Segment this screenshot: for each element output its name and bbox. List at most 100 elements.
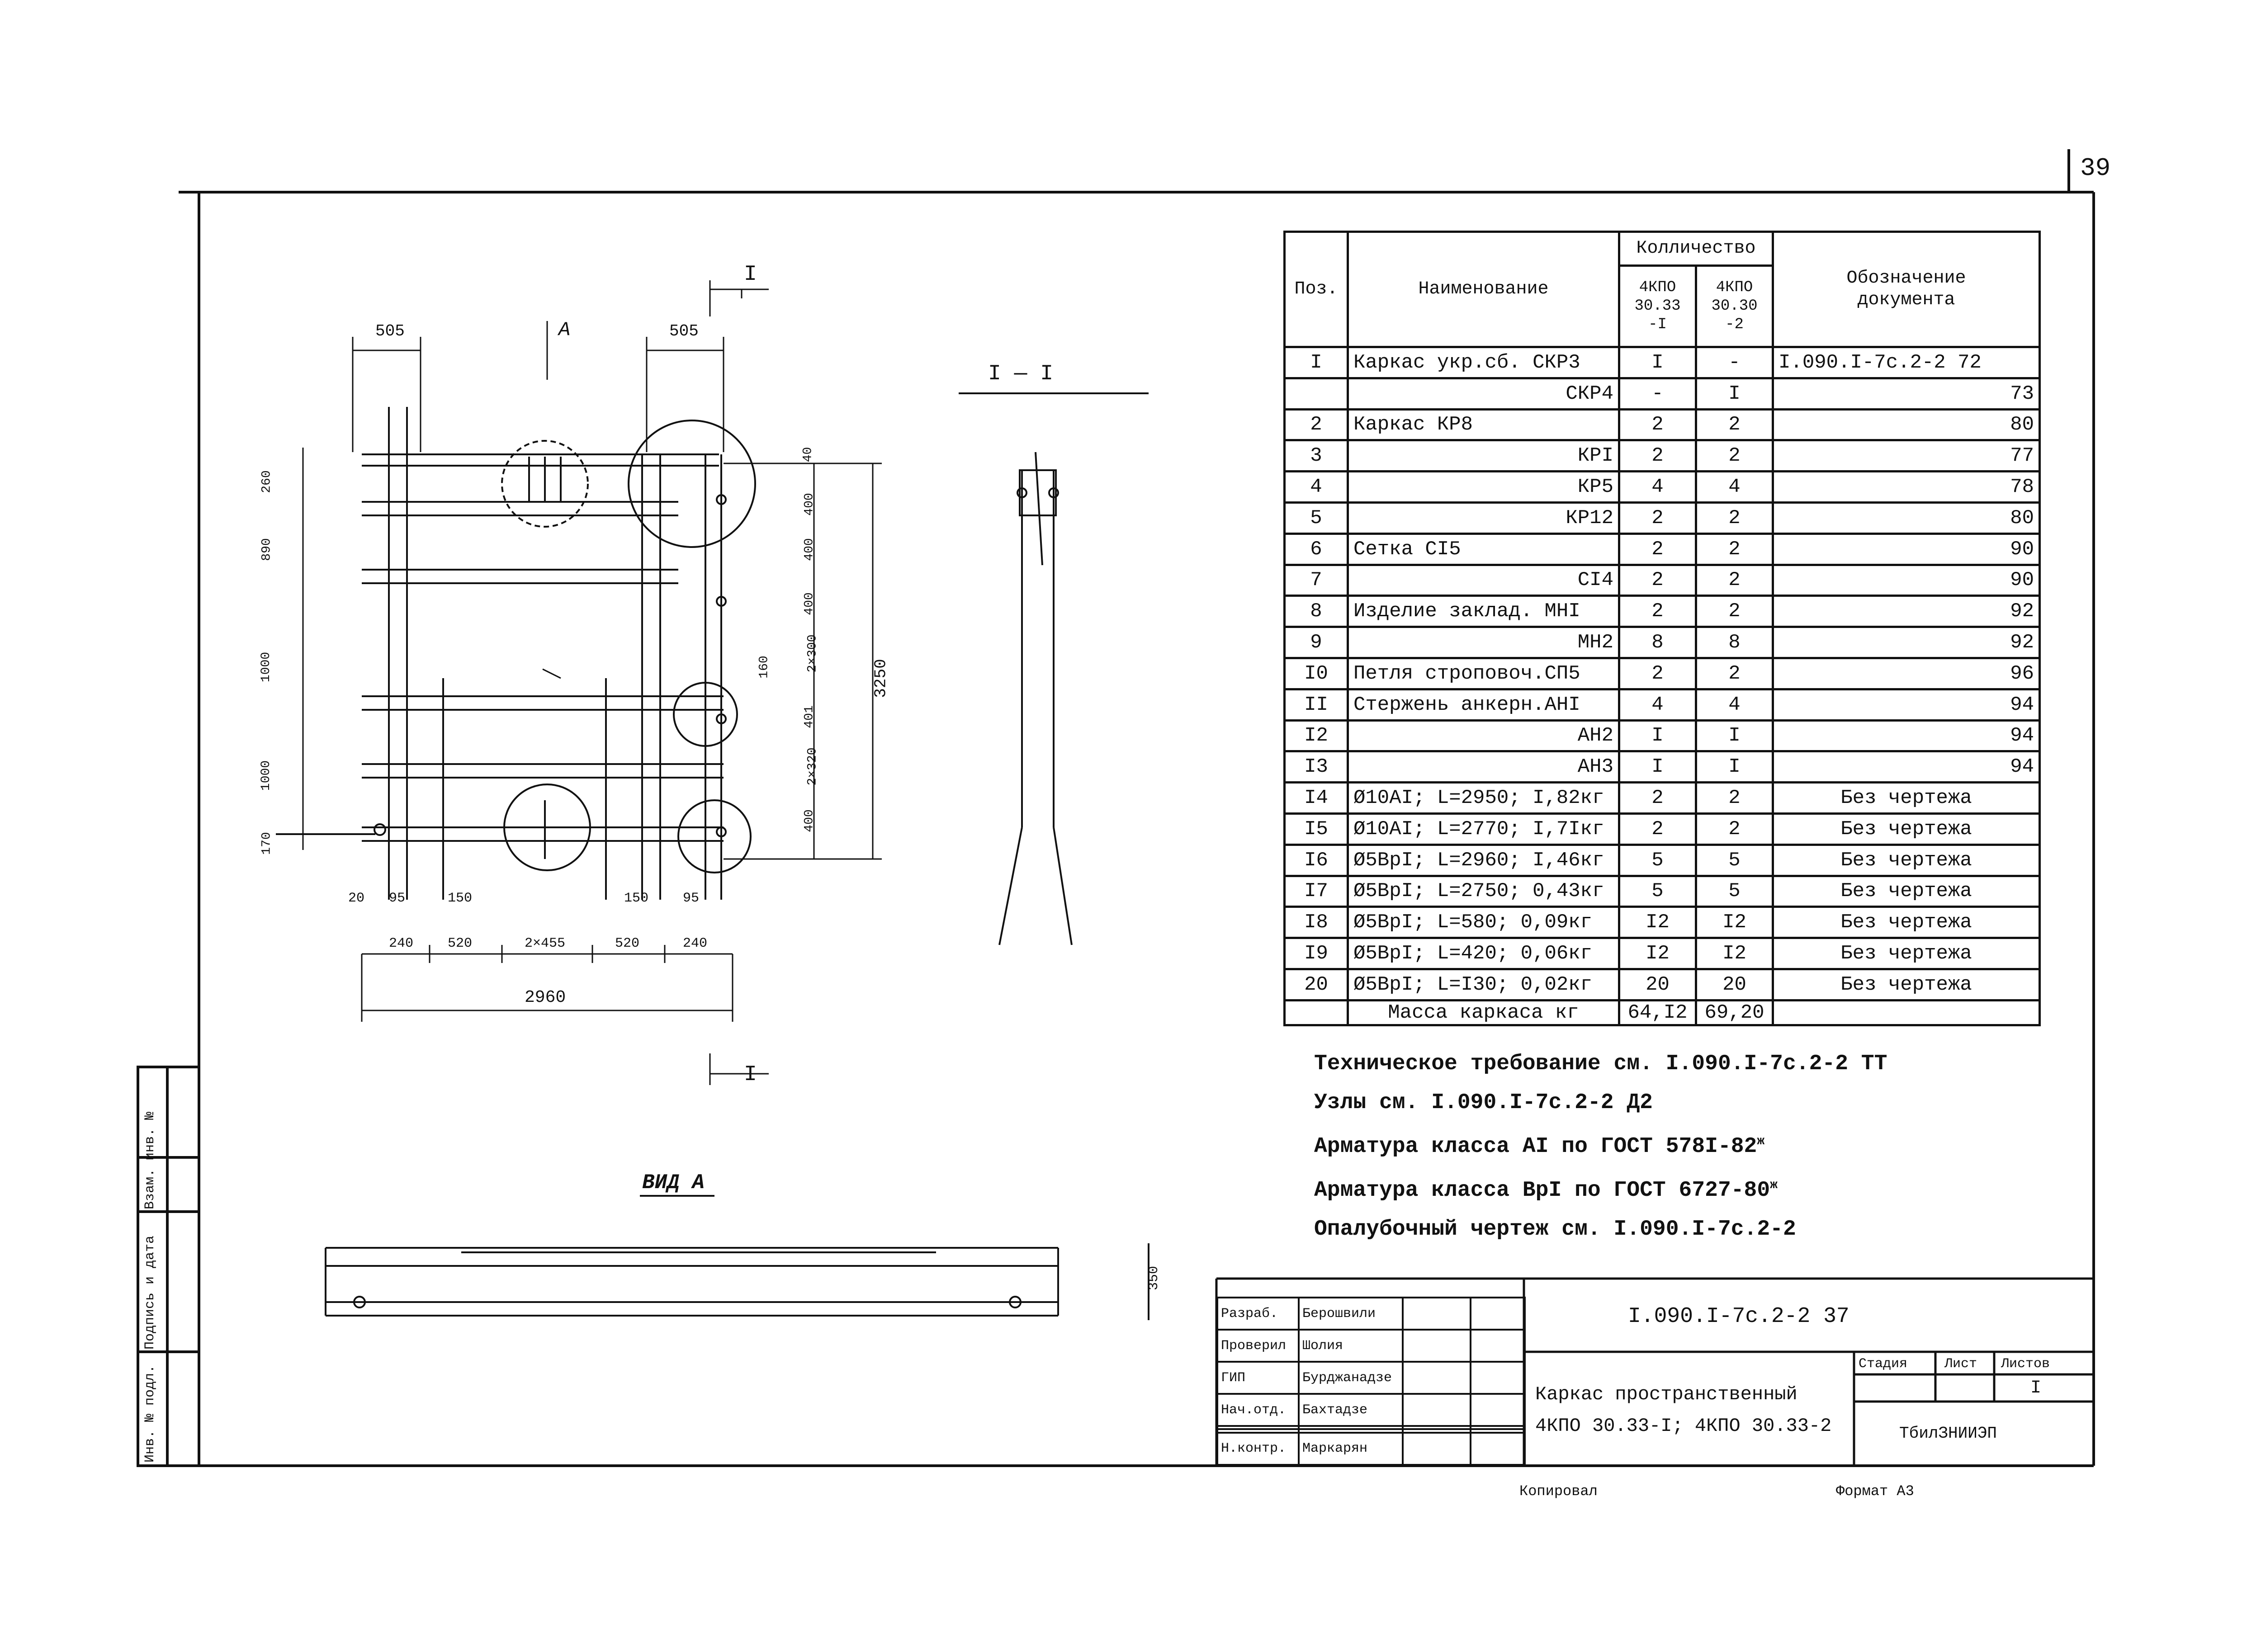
stage-label: Стадия (1859, 1356, 1908, 1372)
spec-cell-q1: 2 (1618, 532, 1697, 566)
spec-cell-name: Изделие заклад. МНI (1347, 595, 1620, 628)
date-cell (1470, 1361, 1526, 1395)
signature-cell (1402, 1297, 1471, 1331)
spec-cell-q2: - (1694, 346, 1774, 379)
dim-r400c: 400 (802, 592, 817, 615)
dim-b95b: 95 (683, 891, 700, 906)
role-cell: Разраб. (1216, 1297, 1300, 1331)
dim-b150b: 150 (624, 891, 649, 906)
spec-cell-name: АН2 (1347, 719, 1620, 753)
spec-cell-pos: 7 (1283, 563, 1349, 597)
spec-cell-q1: 2 (1618, 563, 1697, 597)
spec-cell-q2: 2 (1694, 812, 1774, 846)
spec-cell-q2: 2 (1694, 439, 1774, 473)
dim-r2x320: 2×320 (805, 747, 820, 786)
dim-240a: 240 (389, 936, 414, 951)
spec-cell-q1: I2 (1618, 937, 1697, 970)
spec-cell-q1: 2 (1618, 408, 1697, 442)
spec-cell-q2: I2 (1694, 906, 1774, 939)
signature-row (1216, 1425, 1526, 1430)
spec-cell-name: Ø10АI; L=2950; I,82кг (1347, 781, 1620, 815)
spec-cell-pos: I4 (1283, 781, 1349, 815)
footer-format: Формат А3 (1836, 1483, 1914, 1500)
signature-row: Н.контр.Маркарян (1216, 1431, 1526, 1466)
spec-cell-name: Ø10АI; L=2770; I,7Iкг (1347, 812, 1620, 846)
spec-cell-name: Каркас укр.сб. СКР3 (1347, 346, 1620, 379)
view-a-mark: А (558, 319, 571, 341)
spec-cell-pos: I8 (1283, 906, 1349, 939)
spec-cell-q2: 2 (1694, 501, 1774, 535)
dim-v350: 350 (1146, 1265, 1162, 1291)
dim-b20: 20 (348, 891, 365, 906)
total-q2: 69,20 (1694, 999, 1774, 1026)
date-cell (1470, 1393, 1526, 1427)
spec-cell-doc: Без чертежа (1772, 843, 2041, 877)
technical-notes: Техническое требование см. I.090.I-7c.2-… (1314, 1044, 1887, 1249)
section-mark-bottom: I (744, 1062, 757, 1087)
role-cell (1216, 1425, 1300, 1430)
spec-cell-doc: Без чертежа (1772, 812, 2041, 846)
spec-cell-q2: 4 (1694, 688, 1774, 722)
spec-cell-name: Ø5ВрI; L=2750; 0,43кг (1347, 874, 1620, 908)
spec-cell-pos: I9 (1283, 937, 1349, 970)
spec-cell-doc: Без чертежа (1772, 937, 2041, 970)
spec-cell-doc: Без чертежа (1772, 968, 2041, 1002)
spec-cell-pos: I3 (1283, 750, 1349, 784)
spec-cell-doc: 80 (1772, 501, 2041, 535)
spec-cell-name: Сетка СI5 (1347, 532, 1620, 566)
spec-cell-doc: 80 (1772, 408, 2041, 442)
spec-cell-q2: I2 (1694, 937, 1774, 970)
spec-cell-q1: 2 (1618, 812, 1697, 846)
spec-cell-doc: 94 (1772, 750, 2041, 784)
spec-cell-name: СI4 (1347, 563, 1620, 597)
name-cell: Берошвили (1298, 1297, 1404, 1331)
sheet-label: Лист (1944, 1356, 1977, 1372)
dim-l890: 890 (260, 538, 274, 561)
spec-cell-q2: 20 (1694, 968, 1774, 1002)
dim-r40: 40 (801, 447, 815, 463)
spec-cell-doc: 94 (1772, 688, 2041, 722)
spec-cell-doc: 77 (1772, 439, 2041, 473)
spec-cell-q2: 2 (1694, 781, 1774, 815)
spec-cell-pos: I7 (1283, 874, 1349, 908)
name-cell (1298, 1425, 1404, 1430)
view-a-title: ВИД А (642, 1171, 705, 1194)
section-view (959, 392, 1149, 945)
spec-cell-pos: 6 (1283, 532, 1349, 566)
signature-row: Разраб.Берошвили (1216, 1297, 1526, 1331)
section-title: I — I (988, 362, 1054, 386)
spec-cell-name: Ø5ВрI; L=I30; 0,02кг (1347, 968, 1620, 1002)
plan-view (276, 407, 756, 900)
dim-top-left: 505 (375, 322, 405, 340)
spec-cell-doc: 92 (1772, 626, 2041, 659)
dim-r400a: 400 (802, 493, 817, 516)
dim-l1000b: 1000 (259, 760, 274, 791)
spec-cell-name: Ø5ВрI; L=580; 0,09кг (1347, 906, 1620, 939)
name-cell: Шолия (1298, 1329, 1404, 1363)
spec-cell-q1: 20 (1618, 968, 1697, 1002)
spec-cell-pos: 20 (1283, 968, 1349, 1002)
document-title-line2: 4КПО 30.33-I; 4КПО 30.33-2 (1535, 1415, 1832, 1437)
spec-cell-q2: 5 (1694, 843, 1774, 877)
spec-cell-q2: 2 (1694, 656, 1774, 690)
name-cell (1298, 1428, 1404, 1434)
spec-cell-pos: 4 (1283, 470, 1349, 504)
spec-cell-pos: 3 (1283, 439, 1349, 473)
spec-cell-q2: 8 (1694, 626, 1774, 659)
spec-cell-q2: I (1694, 377, 1774, 411)
